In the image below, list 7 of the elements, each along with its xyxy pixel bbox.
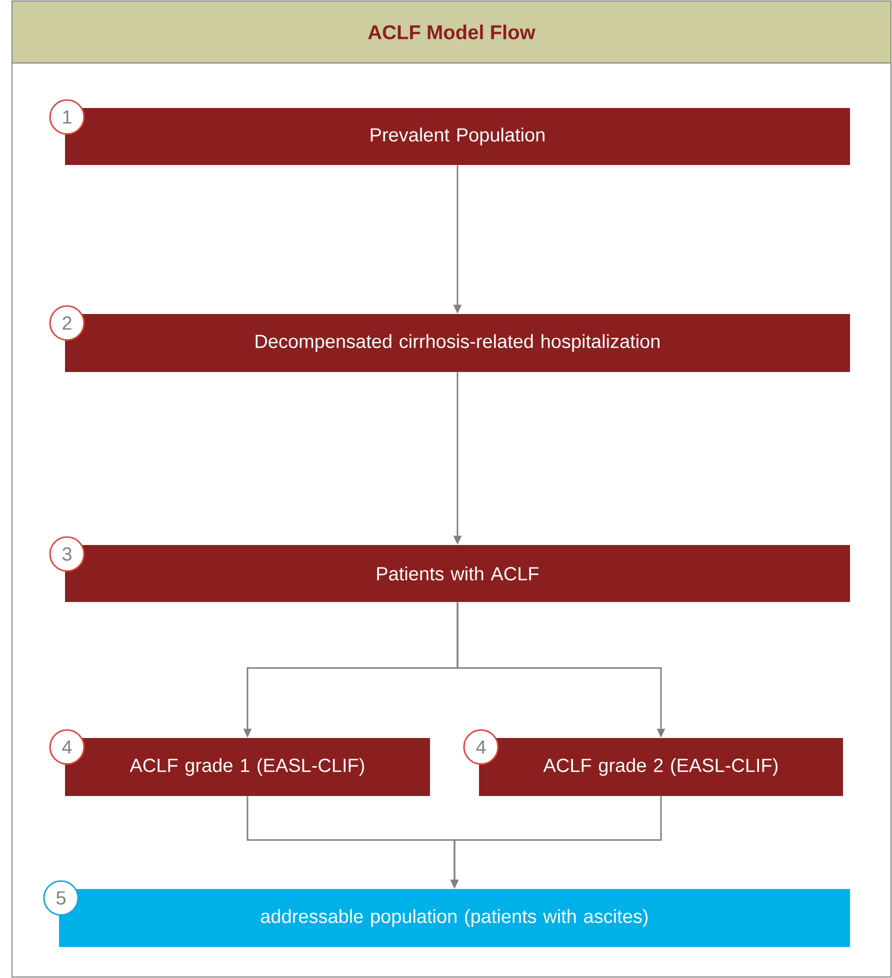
step-number: 5 [43,880,79,916]
step-number: 1 [49,99,85,135]
step-number: 4 [49,729,85,765]
step-number: 4 [463,729,499,765]
step-number: 3 [49,536,85,572]
step-number: 2 [49,305,85,341]
title-bar: ACLF Model Flow [12,0,892,64]
